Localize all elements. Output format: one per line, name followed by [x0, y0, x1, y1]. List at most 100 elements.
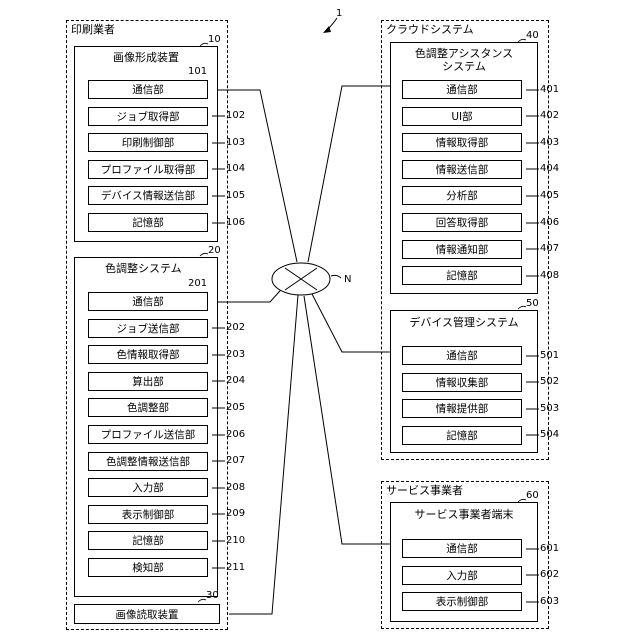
- component-label: 記憶部: [132, 533, 164, 548]
- assistance-title-2: システム: [391, 60, 537, 73]
- printer-label: 印刷業者: [71, 23, 115, 36]
- component-ref: 210: [226, 535, 245, 547]
- component-ref: 407: [540, 243, 559, 255]
- component-label: 表示制御部: [122, 507, 175, 522]
- system-ref: 1: [336, 8, 342, 20]
- assistance-title-1: 色調整アシスタンス: [391, 47, 537, 60]
- color-system-first-ref: 201: [188, 278, 207, 290]
- component-box: 算出部: [88, 372, 208, 391]
- component-ref: 603: [540, 596, 559, 608]
- image-forming-ref: 10: [208, 34, 221, 46]
- component-box: 色調整部: [88, 398, 208, 417]
- component-label: 色情報取得部: [117, 347, 180, 362]
- component-label: 情報提供部: [436, 401, 489, 416]
- component-box: デバイス情報送信部: [88, 186, 208, 205]
- component-label: プロファイル取得部: [101, 162, 196, 177]
- component-label: UI部: [451, 109, 472, 124]
- component-box: 通信部: [402, 539, 522, 558]
- component-box: 記憶部: [402, 426, 522, 445]
- component-label: 色調整部: [127, 400, 169, 415]
- component-ref: 504: [540, 429, 559, 441]
- component-ref: 102: [226, 110, 245, 122]
- component-ref: 602: [540, 569, 559, 581]
- component-ref: 501: [540, 350, 559, 362]
- component-box: 分析部: [402, 186, 522, 205]
- component-label: 通信部: [132, 294, 164, 309]
- cloud-label: クラウドシステム: [386, 23, 474, 36]
- component-label: 分析部: [446, 188, 478, 203]
- component-ref: 204: [226, 375, 245, 387]
- component-ref: 403: [540, 137, 559, 149]
- component-label: 算出部: [132, 374, 164, 389]
- component-box: ジョブ取得部: [88, 107, 208, 126]
- component-box: 回答取得部: [402, 213, 522, 232]
- component-box: 記憶部: [402, 266, 522, 285]
- component-label: 情報取得部: [436, 135, 489, 150]
- image-forming-first-ref: 101: [188, 66, 207, 78]
- component-label: ジョブ取得部: [117, 109, 180, 124]
- component-box: 入力部: [88, 478, 208, 497]
- component-ref: 408: [540, 270, 559, 282]
- component-box: 記憶部: [88, 531, 208, 550]
- component-box: 色調整情報送信部: [88, 452, 208, 471]
- component-ref: 601: [540, 543, 559, 555]
- component-label: 色調整情報送信部: [106, 454, 190, 469]
- component-ref: 203: [226, 349, 245, 361]
- component-ref: 103: [226, 137, 245, 149]
- component-box: 情報取得部: [402, 133, 522, 152]
- service-terminal-title: サービス事業者端末: [391, 508, 537, 521]
- component-ref: 209: [226, 508, 245, 520]
- component-label: 入力部: [132, 480, 164, 495]
- component-box: 入力部: [402, 566, 522, 585]
- component-label: 通信部: [446, 348, 478, 363]
- image-forming-title: 画像形成装置: [75, 51, 217, 64]
- component-label: デバイス情報送信部: [101, 188, 195, 203]
- component-label: 入力部: [446, 568, 478, 583]
- component-ref: 104: [226, 163, 245, 175]
- component-ref: 205: [226, 402, 245, 414]
- component-ref: 404: [540, 163, 559, 175]
- device-mgmt-ref: 50: [526, 298, 539, 310]
- component-label: 表示制御部: [436, 594, 489, 609]
- service-label: サービス事業者: [386, 484, 463, 497]
- component-box: 色情報取得部: [88, 345, 208, 364]
- image-reader-label: 画像読取装置: [116, 607, 179, 622]
- service-terminal-ref: 60: [526, 490, 539, 502]
- component-ref: 202: [226, 322, 245, 334]
- network-symbol: [272, 263, 330, 295]
- component-box: 通信部: [402, 80, 522, 99]
- component-label: 記憶部: [446, 428, 478, 443]
- component-ref: 405: [540, 190, 559, 202]
- component-box: 情報通知部: [402, 240, 522, 259]
- component-label: ジョブ送信部: [117, 321, 180, 336]
- component-box: プロファイル送信部: [88, 425, 208, 444]
- component-box: UI部: [402, 107, 522, 126]
- component-box: 情報送信部: [402, 160, 522, 179]
- component-box: プロファイル取得部: [88, 160, 208, 179]
- image-reader-box: 画像読取装置: [74, 604, 220, 624]
- color-system-title: 色調整システム: [105, 262, 217, 275]
- component-label: 通信部: [446, 82, 478, 97]
- component-ref: 402: [540, 110, 559, 122]
- component-box: 通信部: [88, 80, 208, 99]
- component-ref: 106: [226, 217, 245, 229]
- component-box: 通信部: [88, 292, 208, 311]
- component-box: ジョブ送信部: [88, 319, 208, 338]
- component-box: 情報提供部: [402, 399, 522, 418]
- network-ref: N: [344, 274, 351, 286]
- component-label: 情報通知部: [436, 242, 489, 257]
- device-mgmt-title: デバイス管理システム: [391, 316, 537, 329]
- component-box: 記憶部: [88, 213, 208, 232]
- image-reader-ref: 30: [206, 590, 219, 602]
- component-label: 検知部: [132, 560, 164, 575]
- component-label: 印刷制御部: [122, 135, 175, 150]
- component-ref: 211: [226, 562, 245, 574]
- component-ref: 208: [226, 482, 245, 494]
- component-ref: 503: [540, 403, 559, 415]
- component-label: 記憶部: [132, 215, 164, 230]
- component-box: 表示制御部: [88, 505, 208, 524]
- component-label: 情報収集部: [436, 375, 489, 390]
- component-ref: 502: [540, 376, 559, 388]
- component-ref: 406: [540, 217, 559, 229]
- component-label: 情報送信部: [436, 162, 489, 177]
